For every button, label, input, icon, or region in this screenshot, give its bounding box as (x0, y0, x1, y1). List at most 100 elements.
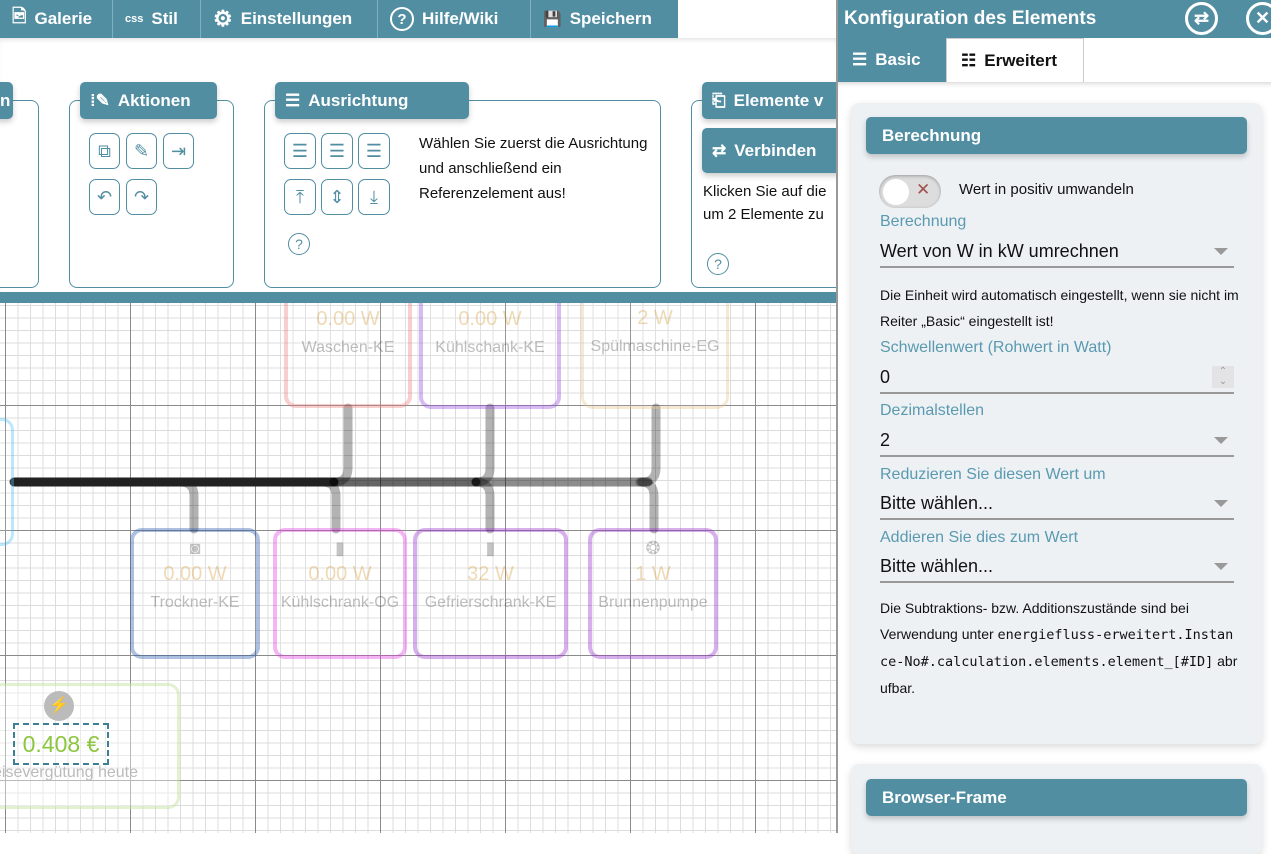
help-icon: ? (390, 7, 414, 31)
note-text: Die Subtraktions- bzw. Additionszustände… (880, 600, 1189, 642)
price-label: eisevergütung heute (0, 764, 138, 781)
connect-icon: ⇄ (712, 140, 727, 160)
ausrichtung-section: ☰ ☰ ☰ ⤒ ⇕ ⤓ ? Wählen Sie zuerst die Ausr… (264, 100, 661, 288)
list-icon: ☰ (852, 50, 868, 69)
node-value: 2 W (637, 307, 673, 329)
berechnung-header: Berechnung (866, 117, 1247, 154)
positive-toggle[interactable]: ✕ (879, 175, 941, 208)
connection-line (471, 477, 495, 534)
partial-section-header: n (0, 82, 13, 119)
node-label: Gefrierschrank-KE (424, 594, 557, 611)
nav-einstellungen[interactable]: ⚙Einstellungen (201, 0, 378, 38)
align-top-button[interactable]: ⤒ (284, 179, 316, 215)
reduce-select[interactable]: Bitte wählen... (880, 488, 1234, 520)
swap-icon[interactable]: ⇄ (1185, 2, 1218, 35)
connection-line (329, 403, 353, 487)
align-center-button[interactable]: ☰ (321, 133, 353, 169)
save-icon: 💾 (543, 11, 562, 28)
align-left-button[interactable]: ☰ (284, 133, 316, 169)
tab-label: Erweitert (984, 50, 1057, 70)
css-icon: css (125, 13, 144, 25)
chevron-down-icon (1214, 247, 1228, 255)
edit-button[interactable]: ✎ (126, 133, 157, 169)
tab-basic[interactable]: ☰ Basic (838, 38, 946, 82)
spinner-icon[interactable]: ⌃⌄ (1212, 366, 1234, 388)
calc-note: Die Subtraktions- bzw. Additionszustände… (880, 595, 1240, 701)
add-select[interactable]: Bitte wählen... (880, 551, 1234, 583)
align-right-button[interactable]: ☰ (358, 133, 390, 169)
tab-erweitert[interactable]: ☷ Erweitert (946, 38, 1084, 82)
threshold-value: 0 (880, 366, 891, 387)
nav-label: Einstellungen (240, 9, 353, 28)
nav-speichern[interactable]: 💾 Speichern (531, 0, 678, 38)
verbinden-label: Verbinden (734, 140, 817, 160)
ausrichtung-title: Ausrichtung (308, 90, 409, 110)
nav-hilfe[interactable]: ?Hilfe/Wiki (378, 0, 531, 38)
close-icon[interactable]: ✕ (1246, 2, 1271, 35)
fridge-icon: ▮ (335, 538, 345, 558)
threshold-input[interactable]: 0 ⌃⌄ (880, 362, 1234, 394)
import-button[interactable]: ⇥ (163, 133, 194, 169)
washer-icon: ▣ (288, 303, 408, 304)
node-label: Spülmaschine-EG (590, 338, 720, 355)
freezer-icon: ▮ (485, 538, 496, 558)
list-add-icon: ☷ (961, 50, 977, 70)
node-price[interactable]: ⚡ 0.408 € eisevergütung heute (0, 683, 180, 809)
align-bottom-button[interactable]: ⤓ (358, 179, 390, 215)
nav-label: Speichern (569, 9, 652, 28)
copy-button[interactable]: ⧉ (89, 133, 120, 169)
browser-frame-card: Browser-Frame (851, 764, 1262, 854)
elemente-header: ⎗Elemente v (702, 82, 852, 119)
image-file-icon: 🖻 (12, 6, 27, 26)
note-text: abrufbar. (880, 653, 1238, 696)
fridge-icon: ▮ (423, 303, 557, 304)
elemente-title: Elemente v (733, 90, 824, 110)
nav-label: Galerie (34, 9, 93, 28)
nav-galerie[interactable]: 🖻 Galerie (0, 0, 113, 38)
partial-node[interactable] (0, 418, 14, 546)
decimals-value: 2 (880, 429, 891, 450)
connection-line (471, 403, 495, 487)
ausrichtung-header: ☰Ausrichtung (275, 82, 469, 119)
dryer-icon: ◙ (189, 538, 201, 558)
price-value[interactable]: 0.408 € (13, 723, 109, 765)
elemente-text: Klicken Sie auf die um 2 Elemente zu (703, 183, 827, 223)
undo-button[interactable]: ↶ (89, 179, 120, 215)
node-label: Waschen-KE (301, 339, 395, 356)
add-value: Bitte wählen... (880, 555, 994, 576)
help-icon[interactable]: ? (707, 253, 729, 275)
help-icon[interactable]: ? (288, 233, 310, 255)
node-value: 0.00 W (308, 563, 372, 585)
tab-label: Basic (875, 50, 921, 69)
node-value: 1 W (635, 563, 671, 585)
browser-frame-title: Browser-Frame (882, 787, 1007, 807)
node-value: 0.00 W (163, 563, 227, 585)
toggle-label: Wert in positiv umwandeln (959, 181, 1134, 198)
x-icon: ✕ (916, 180, 931, 199)
align-middle-button[interactable]: ⇕ (321, 179, 353, 215)
partial-header-text: n (0, 90, 11, 110)
connection-lines (9, 403, 661, 534)
decimals-select[interactable]: 2 (880, 425, 1234, 457)
aktionen-section: ⧉ ✎ ⇥ ↶ ↷ (69, 100, 234, 288)
toolbar: n ⧉ ✎ ⇥ ↶ ↷ ⁞✎Aktionen ☰ ☰ ☰ ⤒ ⇕ ⤓ ? Wäh… (0, 38, 861, 292)
calc-select[interactable]: Wert von W in kW umrechnen (880, 236, 1234, 268)
unit-note: Die Einheit wird automatisch eingestellt… (880, 287, 1239, 329)
canvas-top-bar (0, 292, 836, 303)
redo-button[interactable]: ↷ (126, 179, 157, 215)
partial-section (0, 100, 39, 288)
verbinden-button[interactable]: ⇄ Verbinden (702, 128, 852, 173)
connection-line (317, 477, 341, 534)
chevron-down-icon (1214, 436, 1228, 444)
ausrichtung-text: Wählen Sie zuerst die Ausrichtung und an… (419, 135, 648, 202)
